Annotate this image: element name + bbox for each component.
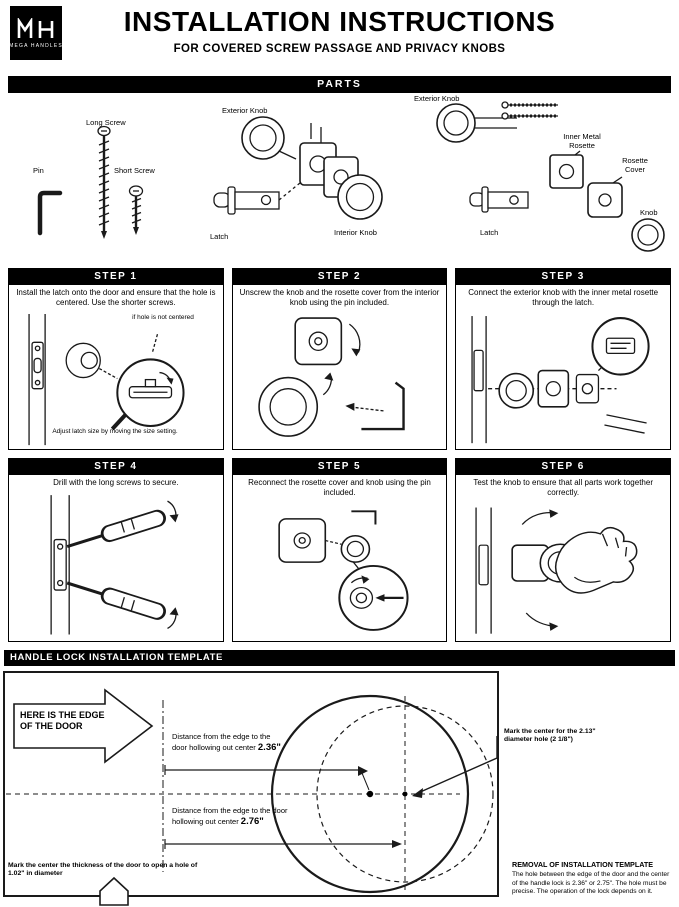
- step-6-header: STEP 6: [456, 459, 670, 475]
- template-diagram: [3, 671, 499, 906]
- part-label-knob: Knob: [640, 208, 658, 217]
- step-5-illustration: [233, 500, 447, 641]
- long-screw-drawing: [97, 125, 111, 239]
- center-dot-276: [402, 791, 408, 797]
- thickness-mark-shape: [99, 876, 129, 906]
- step-6-drawing: [475, 507, 638, 634]
- step-5-header: STEP 5: [232, 459, 447, 475]
- pin-drawing: [37, 190, 63, 236]
- parts-diagram: Long Screw Pin Short Screw Exterior Knob…: [8, 93, 671, 265]
- removal-body: The hole between the edge of the door an…: [512, 871, 670, 896]
- step-5-drawing: [277, 510, 409, 631]
- hole-circle: [270, 694, 470, 894]
- step-1-illustration: if hole is not centered Adjust latch siz…: [9, 310, 223, 449]
- step-4-text: Drill with the long screws to secure.: [53, 478, 179, 487]
- step-4-header: STEP 4: [9, 459, 223, 475]
- distance-annotation-276: Distance from the edge to the door hollo…: [172, 806, 292, 828]
- step-3-drawing: [471, 315, 650, 443]
- step-2-text: Unscrew the knob and the rosette cover f…: [239, 288, 440, 308]
- installation-template: HERE IS THE EDGE OF THE DOOR Distance fr…: [0, 666, 679, 907]
- step-card-6: STEP 6 Test the knob to ensure that all …: [455, 458, 671, 642]
- step-1-drawing: [28, 313, 185, 445]
- short-screw-drawing: [128, 185, 144, 235]
- mh-monogram-icon: [17, 17, 54, 38]
- step-1-note-bottom: Adjust latch size by moving the size set…: [52, 427, 178, 435]
- center-dot-236: [366, 790, 374, 798]
- step-card-2: STEP 2 Unscrew the knob and the rosette …: [231, 268, 448, 450]
- step-3-header: STEP 3: [456, 269, 670, 285]
- page-subtitle: FOR COVERED SCREW PASSAGE AND PRIVACY KN…: [173, 43, 506, 55]
- step-5-text: Reconnect the rosette cover and knob usi…: [248, 478, 431, 498]
- step-6-illustration: [456, 500, 670, 641]
- step-1-header: STEP 1: [9, 269, 223, 285]
- part-label-interior-knob: Interior Knob: [334, 228, 377, 237]
- parts-illustration: [37, 101, 665, 252]
- parts-section-header: PARTS: [8, 76, 671, 93]
- part-label-short-screw: Short Screw: [114, 166, 155, 175]
- step-6-text: Test the knob to ensure that all parts w…: [473, 478, 653, 498]
- part-label-latch-a: Latch: [210, 232, 229, 241]
- middle-assembly-drawing: [213, 116, 383, 220]
- part-label-inner-metal-rosette: Inner Metal Rosette: [563, 132, 601, 150]
- part-label-long-screw: Long Screw: [86, 118, 126, 127]
- brand-logo: MEGA HANDLES: [9, 6, 63, 60]
- step-card-3: STEP 3 Connect the exterior knob with th…: [455, 268, 671, 450]
- distance-annotation-236: Distance from the edge to the door hollo…: [172, 732, 284, 754]
- part-label-rosette-cover: Rosette Cover: [622, 156, 648, 174]
- step-card-5: STEP 5 Reconnect the rosette cover and k…: [231, 458, 448, 642]
- door-edge-label: HERE IS THE EDGE OF THE DOOR: [20, 710, 105, 732]
- distance-276-text: Distance from the edge to the door hollo…: [172, 806, 288, 826]
- part-label-exterior-knob-a: Exterior Knob: [222, 106, 268, 115]
- steps-grid: STEP 1 Install the latch onto the door a…: [8, 268, 671, 642]
- template-section-header: HANDLE LOCK INSTALLATION TEMPLATE: [4, 650, 675, 666]
- step-2-illustration: [233, 310, 447, 449]
- distance-236-value: 2.36": [257, 741, 281, 753]
- removal-instructions: REMOVAL OF INSTALLATION TEMPLATE The hol…: [512, 860, 674, 897]
- removal-title: REMOVAL OF INSTALLATION TEMPLATE: [512, 860, 654, 869]
- distance-236-text: Distance from the edge to the door hollo…: [172, 732, 271, 752]
- step-1-note-top: if hole is not centered: [132, 313, 194, 321]
- page-title: INSTALLATION INSTRUCTIONS: [123, 6, 556, 37]
- part-label-exterior-knob-b: Exterior Knob: [414, 94, 460, 103]
- hole-circle-dashed: [316, 705, 494, 883]
- step-card-1: STEP 1 Install the latch onto the door a…: [8, 268, 224, 450]
- distance-276-value: 2.76": [240, 815, 264, 827]
- door-edge-arrow: [13, 688, 154, 764]
- step-1-text: Install the latch onto the door and ensu…: [16, 288, 216, 308]
- mark-center-right-note: Mark the center for the 2.13" diameter h…: [504, 728, 596, 744]
- step-4-illustration: [9, 489, 223, 641]
- step-2-header: STEP 2: [232, 269, 447, 285]
- step-4-drawing: [50, 495, 179, 635]
- brand-name: MEGA HANDLES: [9, 42, 63, 49]
- step-3-text: Connect the exterior knob with the inner…: [468, 288, 659, 308]
- step-3-illustration: [456, 310, 670, 449]
- mark-center-bottom-note: Mark the center the thickness of the doo…: [8, 862, 198, 878]
- step-card-4: STEP 4 Drill with the long screws to sec…: [8, 458, 224, 642]
- hand-icon: [555, 526, 638, 594]
- step-2-drawing: [257, 317, 405, 437]
- part-label-latch-b: Latch: [480, 228, 499, 237]
- right-assembly-drawing: [436, 101, 665, 252]
- part-label-pin: Pin: [33, 166, 44, 175]
